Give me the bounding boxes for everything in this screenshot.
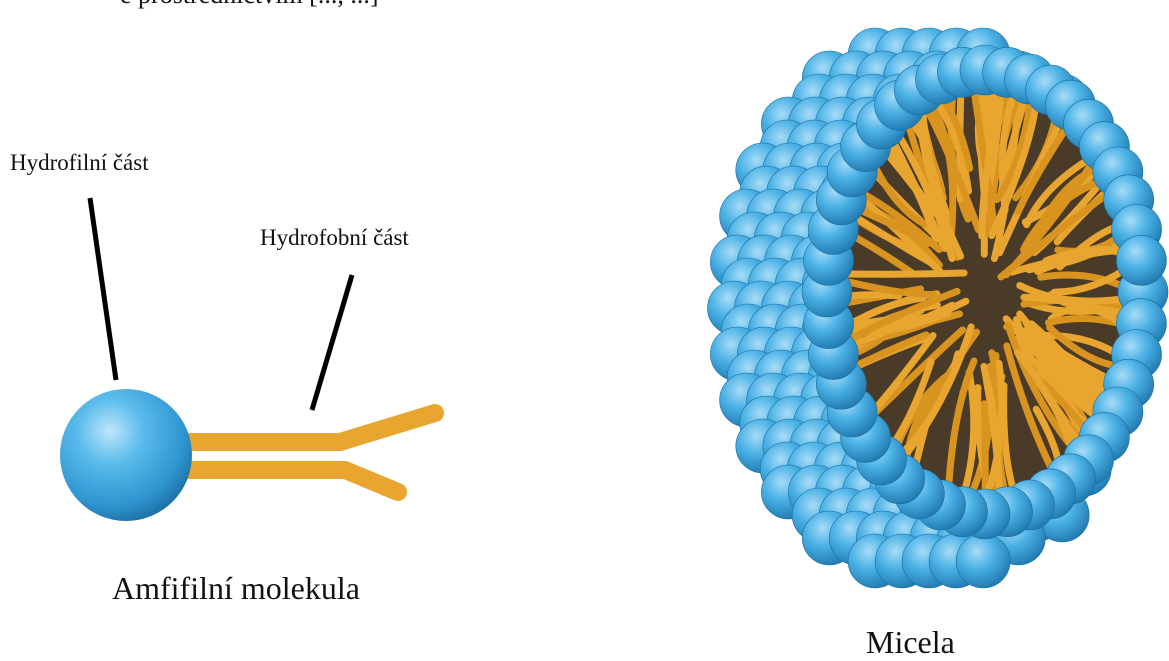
micelle-caption: Micela <box>866 624 955 661</box>
amphiphilic-molecule-caption: Amfifilní molekula <box>112 570 360 607</box>
micelle-head-ball <box>1116 235 1166 285</box>
hydrophobic-pointer-line <box>312 275 352 410</box>
micelle-lipid-tail <box>836 273 965 274</box>
hydrophobic-tail-upper <box>185 413 435 442</box>
hydrophilic-pointer-line <box>90 198 116 380</box>
hydrophilic-label: Hydrofilní část <box>10 150 149 176</box>
hydrophilic-head <box>60 389 192 521</box>
hydrophobic-label: Hydrofobní část <box>260 225 409 251</box>
hydrophobic-tail-lower <box>185 470 398 492</box>
micelle <box>708 28 1169 588</box>
micelle-head-ball <box>956 534 1010 588</box>
